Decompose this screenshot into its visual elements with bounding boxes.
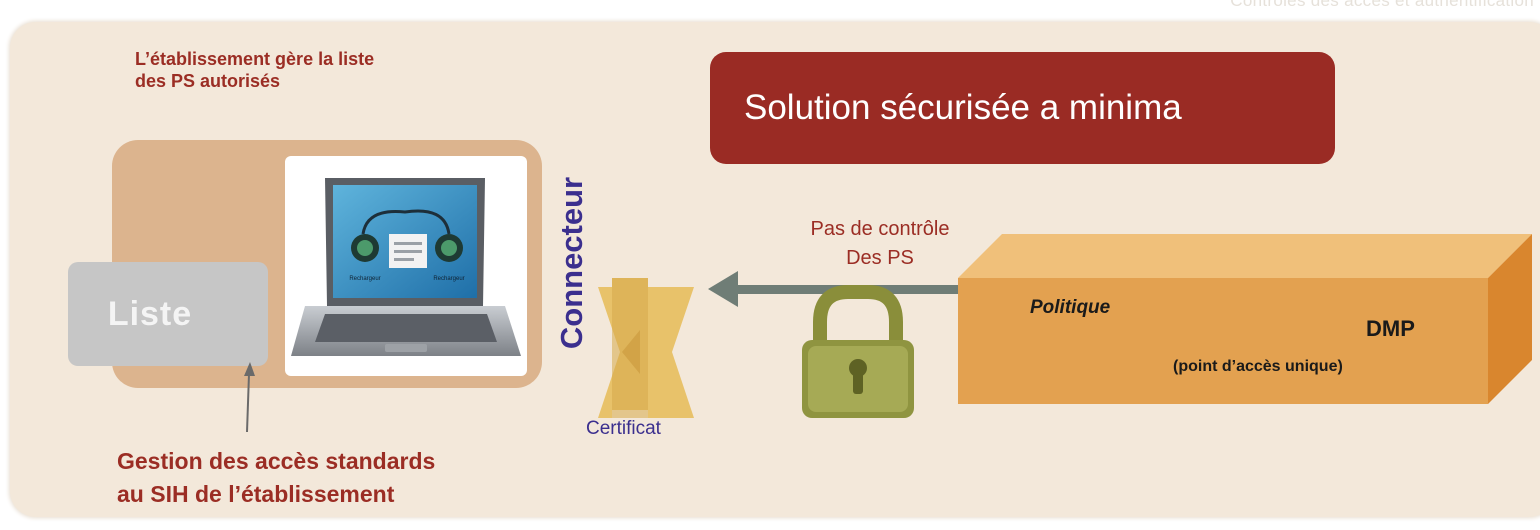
liste-label: Liste <box>107 294 193 333</box>
policy-label: Politique <box>1030 297 1111 318</box>
laptop-card: Rechargeur Rechargeur <box>285 156 527 376</box>
laptop-screen-label-left: Rechargeur <box>349 276 380 282</box>
access-management-note: Gestion des accès standards au SIH de l’… <box>117 445 577 511</box>
dmp-title: DMP <box>1366 316 1415 341</box>
solution-banner: Solution sécurisée a minima <box>710 52 1335 164</box>
padlock-icon <box>802 285 914 418</box>
certificate-icon <box>598 278 694 418</box>
channel-note-line2: Des PS <box>846 247 914 269</box>
liste-box: Liste <box>68 262 268 366</box>
slide-title: Contrôles des accès et authentification <box>1230 0 1534 10</box>
laptop-icon: Rechargeur Rechargeur <box>291 178 521 356</box>
access-management-note-line2: au SIH de l’établissement <box>117 481 395 507</box>
dmp-subtitle: (point d’accès unique) <box>1173 358 1343 375</box>
pointer-line <box>244 362 255 433</box>
dmp-box <box>958 234 1532 404</box>
laptop-screen-label-right: Rechargeur <box>433 276 464 282</box>
access-management-note-line1: Gestion des accès standards <box>117 448 436 474</box>
channel-note-line1: Pas de contrôle <box>810 218 950 240</box>
establishment-note: L’établissement gère la liste des PS aut… <box>135 49 375 91</box>
channel-note: Pas de contrôle Des PS <box>760 215 1000 273</box>
certificate-label: Certificat <box>586 418 661 439</box>
solution-banner-text: Solution sécurisée a minima <box>744 88 1182 127</box>
